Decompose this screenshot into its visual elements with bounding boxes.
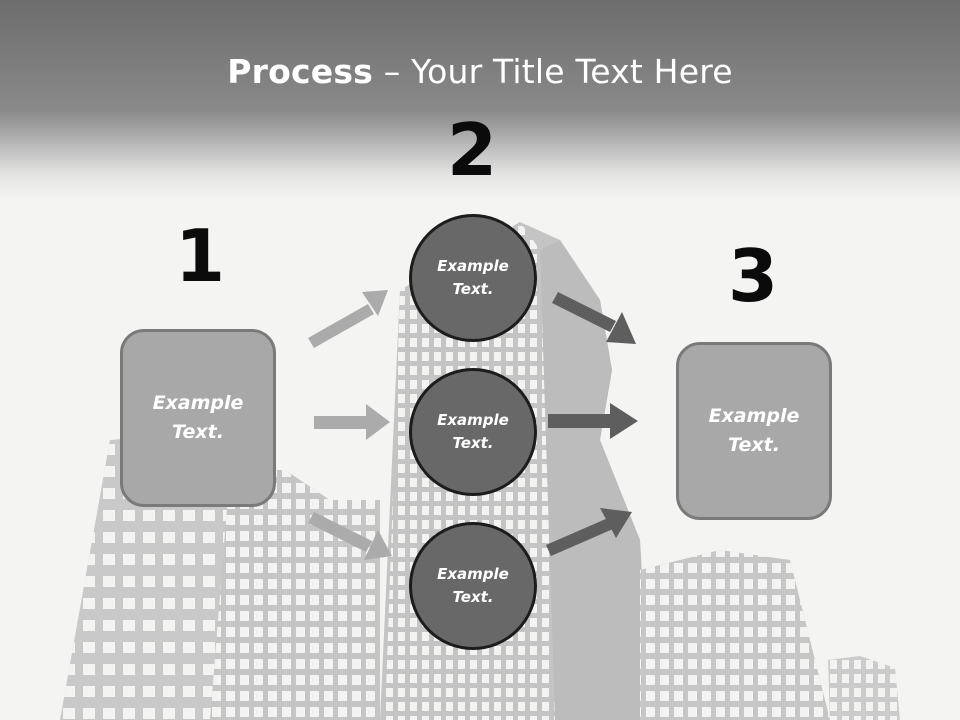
- step-number-2: 2: [446, 108, 498, 192]
- process-circle-top[interactable]: Example Text.: [409, 214, 537, 342]
- circle-middle-line2: Text.: [452, 434, 494, 452]
- building-left-middle: [210, 470, 380, 720]
- process-circle-bottom[interactable]: Example Text.: [409, 522, 537, 650]
- box-right-line1: Example: [708, 405, 800, 427]
- title-bold-part: Process: [227, 52, 374, 91]
- circle-top-line1: Example: [437, 257, 509, 275]
- circle-bottom-text: Example Text.: [437, 563, 509, 609]
- box-left-line2: Text.: [172, 421, 224, 443]
- process-box-right[interactable]: Example Text.: [676, 342, 832, 520]
- process-box-left-text: Example Text.: [153, 389, 244, 447]
- title-rest-part: – Your Title Text Here: [373, 52, 733, 91]
- box-left-line1: Example: [152, 392, 244, 414]
- step-number-1: 1: [174, 214, 226, 298]
- step-number-3: 3: [727, 234, 779, 318]
- circle-bottom-line2: Text.: [452, 588, 494, 606]
- box-right-line2: Text.: [728, 434, 780, 456]
- building-right: [640, 550, 830, 720]
- circle-middle-text: Example Text.: [437, 409, 509, 455]
- process-box-left[interactable]: Example Text.: [120, 329, 276, 507]
- circle-top-line2: Text.: [452, 280, 494, 298]
- circle-bottom-line1: Example: [437, 565, 509, 583]
- process-circle-middle[interactable]: Example Text.: [409, 368, 537, 496]
- circle-middle-line1: Example: [437, 411, 509, 429]
- title-band-background: [0, 0, 960, 200]
- slide-title: Process – Your Title Text Here: [0, 52, 960, 91]
- circle-top-text: Example Text.: [437, 255, 509, 301]
- building-right-small: [828, 656, 900, 720]
- process-box-right-text: Example Text.: [709, 402, 800, 460]
